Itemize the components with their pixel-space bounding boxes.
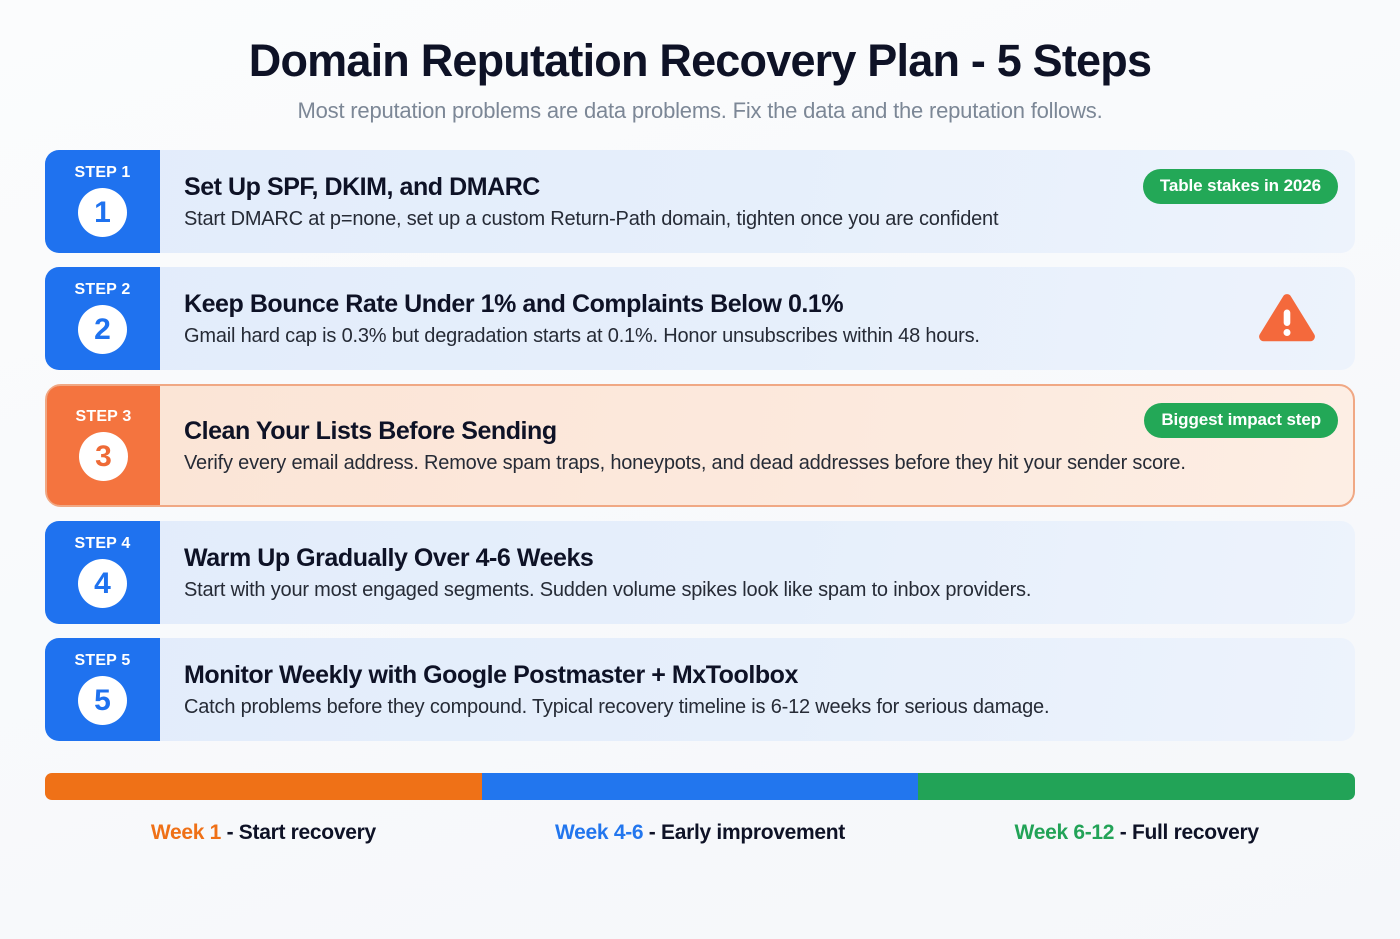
step-title: Set Up SPF, DKIM, and DMARC [184,172,540,201]
step-number-badge: 3 [79,432,128,482]
step-badge: Table stakes in 2026 [1142,169,1338,205]
timeline-segment-week-1 [45,773,482,801]
step-title: Clean Your Lists Before Sending [184,416,557,445]
step-tab-label: STEP 2 [74,281,131,299]
step-card-5[interactable]: STEP 5 5 Monitor Weekly with Google Post… [45,638,1355,742]
timeline-legend-item: Week 6-12 - Full recovery [918,821,1355,845]
step-tab-label: STEP 1 [74,164,131,182]
timeline-legend-item: Week 4-6 - Early improvement [482,821,919,845]
timeline-bar [45,773,1355,801]
step-description: Start with your most engaged segments. S… [184,578,1032,601]
page-title: Domain Reputation Recovery Plan - 5 Step… [248,35,1152,86]
timeline-week-caption: - Full recovery [1114,821,1259,845]
timeline-segment-week-6-12 [918,773,1355,801]
timeline-legend-item: Week 1 - Start recovery [45,821,482,845]
step-number-badge: 1 [78,188,127,238]
warning-triangle-icon [1257,292,1317,346]
step-card-3[interactable]: STEP 3 3 Clean Your Lists Before Sending… [45,384,1355,508]
step-tab-label: STEP 3 [75,408,132,426]
step-number-badge: 2 [78,305,127,355]
timeline-week-label: Week 1 [150,821,222,845]
step-body-3: Clean Your Lists Before Sending Verify e… [160,386,1353,505]
step-title: Monitor Weekly with Google Postmaster + … [184,660,798,689]
step-card-4[interactable]: STEP 4 4 Warm Up Gradually Over 4-6 Week… [45,521,1355,625]
timeline-legend: Week 1 - Start recovery Week 4-6 - Early… [45,821,1355,845]
step-description: Verify every email address. Remove spam … [184,451,1186,474]
timeline-week-caption: - Early improvement [643,821,846,845]
step-body-4: Warm Up Gradually Over 4-6 Weeks Start w… [160,521,1355,624]
page-subtitle: Most reputation problems are data proble… [297,98,1103,124]
step-body-1: Set Up SPF, DKIM, and DMARC Start DMARC … [160,150,1355,253]
timeline-segment-week-4-6 [481,773,919,801]
header: Domain Reputation Recovery Plan - 5 Step… [45,0,1355,124]
recovery-timeline: Week 1 - Start recovery Week 4-6 - Early… [45,773,1355,845]
step-title: Keep Bounce Rate Under 1% and Complaints… [184,289,844,318]
step-description: Catch problems before they compound. Typ… [184,695,1050,718]
step-tab-3: STEP 3 3 [47,386,160,506]
timeline-week-caption: - Start recovery [221,821,377,845]
step-badge: Biggest impact step [1144,403,1338,439]
step-tab-2: STEP 2 2 [45,267,160,371]
step-number-badge: 5 [78,676,127,726]
step-number-badge: 4 [78,559,127,609]
step-tab-5: STEP 5 5 [45,638,160,742]
step-title: Warm Up Gradually Over 4-6 Weeks [184,543,594,572]
step-tab-4: STEP 4 4 [45,521,160,625]
steps-list: STEP 1 1 Set Up SPF, DKIM, and DMARC Sta… [45,150,1355,742]
step-description: Gmail hard cap is 0.3% but degradation s… [184,324,980,347]
step-tab-1: STEP 1 1 [45,150,160,254]
step-tab-label: STEP 5 [74,652,131,670]
step-body-5: Monitor Weekly with Google Postmaster + … [160,638,1355,741]
step-description: Start DMARC at p=none, set up a custom R… [184,207,999,230]
step-body-2: Keep Bounce Rate Under 1% and Complaints… [160,267,1355,370]
step-card-1[interactable]: STEP 1 1 Set Up SPF, DKIM, and DMARC Sta… [45,150,1355,254]
step-card-2[interactable]: STEP 2 2 Keep Bounce Rate Under 1% and C… [45,267,1355,371]
step-tab-label: STEP 4 [74,535,131,553]
timeline-week-label: Week 6-12 [1014,821,1115,845]
timeline-week-label: Week 4-6 [555,821,644,845]
